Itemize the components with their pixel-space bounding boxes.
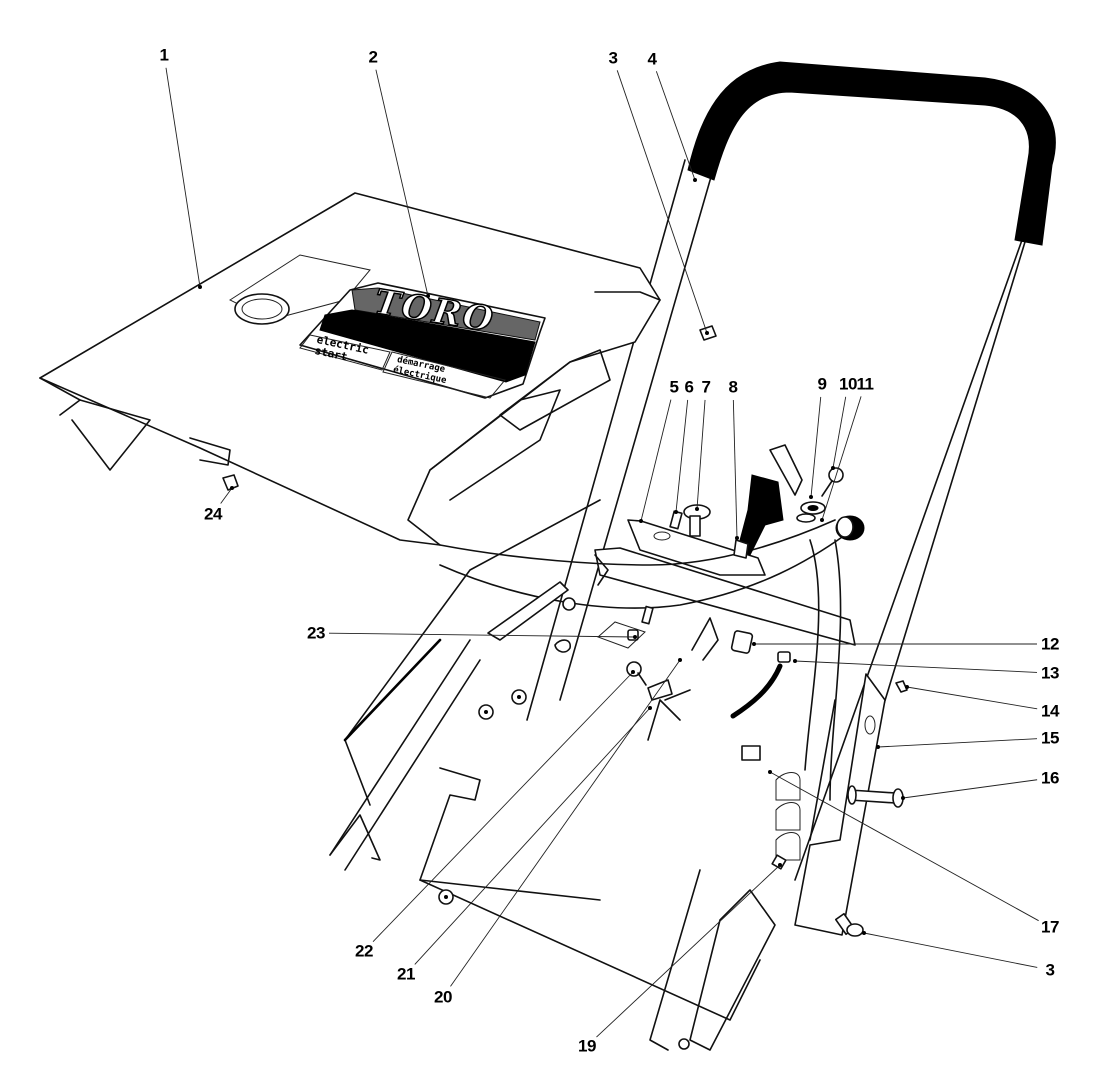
leader-dot <box>752 642 756 646</box>
leader-line <box>906 686 1038 710</box>
handle-tube <box>526 61 1056 921</box>
callout-12: 12 <box>1041 634 1059 654</box>
leader-dot <box>809 495 813 499</box>
leader-line <box>414 707 651 965</box>
leader-dot <box>778 863 782 867</box>
leader-line <box>794 660 1038 673</box>
leader-dot <box>820 518 824 522</box>
leader-line <box>863 932 1038 968</box>
callout-9: 9 <box>817 374 827 394</box>
leader-line <box>328 632 636 638</box>
lower-housing <box>329 499 801 1051</box>
callout-7: 7 <box>701 377 711 397</box>
leader-dot <box>693 178 697 182</box>
leader-line <box>821 396 862 521</box>
leader-dot <box>876 745 880 749</box>
callout-17: 17 <box>1041 917 1059 937</box>
leader-line <box>616 70 708 334</box>
leader-line <box>675 399 689 513</box>
leader-dot <box>633 635 637 639</box>
leader-lines <box>165 67 1039 1038</box>
leader-line <box>375 69 429 297</box>
callout-21: 21 <box>397 964 415 984</box>
leader-dot <box>901 796 905 800</box>
crossbar-tube <box>439 519 846 801</box>
leader-line <box>877 738 1038 748</box>
leader-line <box>596 864 781 1038</box>
leader-dot <box>735 536 739 540</box>
leader-line <box>769 771 1039 922</box>
leader-line <box>220 487 233 504</box>
leader-dot <box>230 486 234 490</box>
shroud-cover <box>39 192 661 546</box>
leader-line <box>832 396 847 469</box>
leader-dot <box>705 331 709 335</box>
leader-dot <box>831 466 835 470</box>
callout-23: 23 <box>307 623 325 643</box>
callout-10: 10 <box>839 374 857 394</box>
leader-dot <box>905 685 909 689</box>
leader-dot <box>768 770 772 774</box>
leader-dot <box>639 519 643 523</box>
callout-22: 22 <box>355 941 373 961</box>
callout-5: 5 <box>669 377 679 397</box>
callout-4: 4 <box>647 49 657 69</box>
leader-dot <box>631 670 635 674</box>
callout-14: 14 <box>1041 701 1059 721</box>
callout-13: 13 <box>1041 663 1059 683</box>
decal-plate <box>299 282 546 399</box>
callout-1: 1 <box>159 45 169 65</box>
callout-2: 2 <box>368 47 378 67</box>
callout-24: 24 <box>204 504 222 524</box>
leader-line <box>450 659 681 987</box>
callout-3: 3 <box>608 48 618 68</box>
leader-dot <box>648 706 652 710</box>
callout-8: 8 <box>728 377 738 397</box>
leader-dot <box>678 658 682 662</box>
callout-11: 11 <box>856 374 874 394</box>
leader-line <box>640 399 672 522</box>
callout-16: 16 <box>1041 768 1059 788</box>
leader-dot <box>198 285 202 289</box>
callout-19: 19 <box>578 1036 596 1056</box>
leader-line <box>732 399 738 539</box>
leader-dot <box>426 294 430 298</box>
leader-line <box>165 67 201 288</box>
leader-dot <box>862 931 866 935</box>
leader-dot <box>674 510 678 514</box>
side-plate <box>794 673 886 936</box>
leader-line <box>696 399 706 510</box>
hardware-parts <box>222 325 908 937</box>
leader-dot <box>695 507 699 511</box>
callout-20: 20 <box>434 987 452 1007</box>
control-panel <box>594 519 856 646</box>
callout-3-lower: 3 <box>1045 960 1055 980</box>
callout-15: 15 <box>1041 728 1059 748</box>
leader-line <box>372 671 634 942</box>
leader-line <box>810 396 822 498</box>
leader-dot <box>793 659 797 663</box>
leader-line <box>655 71 696 181</box>
leader-line <box>902 779 1038 799</box>
callout-6: 6 <box>684 377 694 397</box>
